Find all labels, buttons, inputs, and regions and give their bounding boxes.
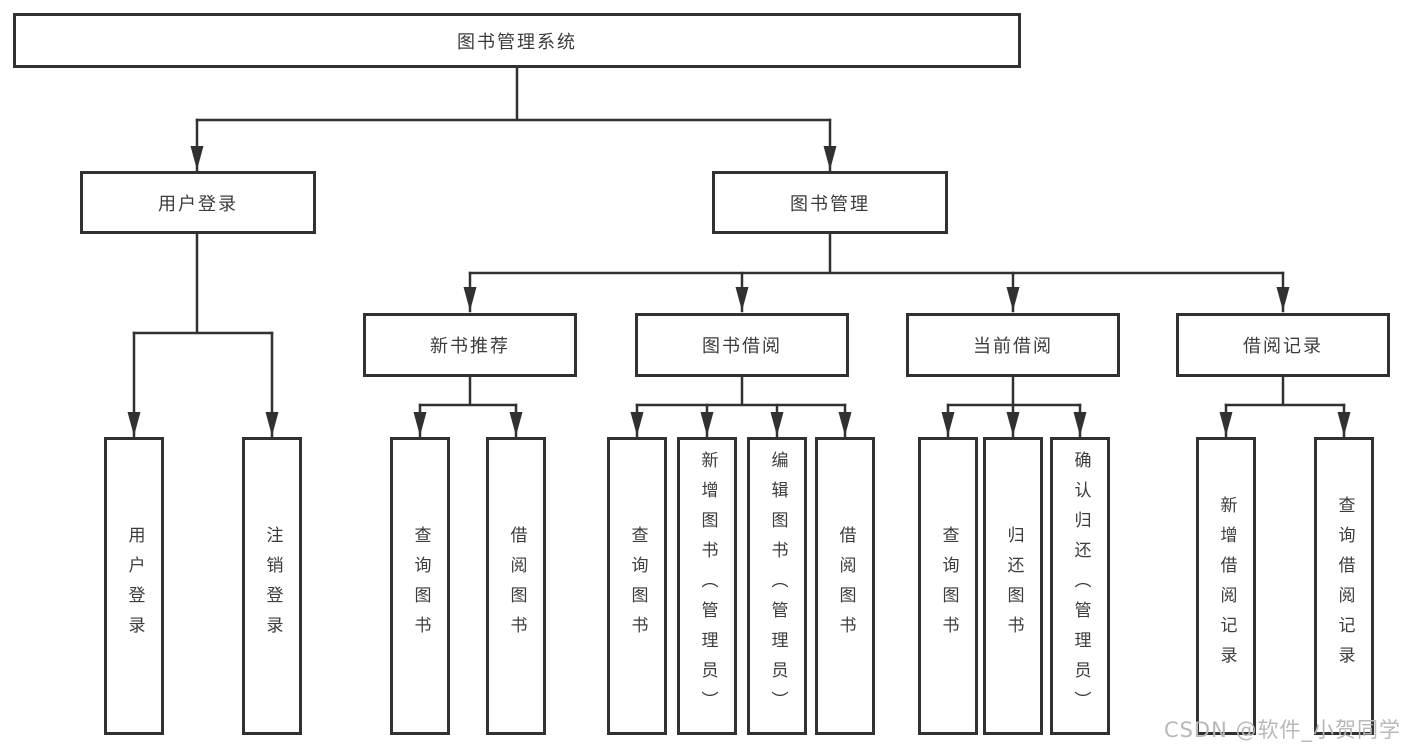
node-label: 新增借阅记录 — [1216, 496, 1237, 676]
node-borrowing-records: 借阅记录 — [1176, 313, 1390, 377]
node-label: 查询图书 — [410, 526, 431, 646]
node-label: 注销登录 — [262, 526, 283, 646]
node-leaf-confirm-return-admin: 确认归还（管理员） — [1050, 437, 1110, 735]
node-leaf-edit-book-admin: 编辑图书（管理员） — [747, 437, 807, 735]
node-leaf-borrow-books-1: 借阅图书 — [486, 437, 546, 735]
node-leaf-query-borrow-record: 查询借阅记录 — [1314, 437, 1374, 735]
node-leaf-logout: 注销登录 — [242, 437, 302, 735]
node-book-borrowing: 图书借阅 — [635, 313, 849, 377]
node-label: 查询借阅记录 — [1334, 496, 1355, 676]
node-label: 借阅图书 — [835, 526, 856, 646]
connector-line — [1224, 375, 1346, 407]
node-label: 归还图书 — [1003, 526, 1024, 646]
node-user-login: 用户登录 — [80, 171, 316, 234]
node-current-borrowing: 当前借阅 — [906, 313, 1120, 377]
node-library-management-system: 图书管理系统 — [13, 13, 1021, 68]
node-label: 用户登录 — [124, 526, 145, 646]
connector-line — [468, 232, 1285, 275]
connector-line — [195, 66, 832, 122]
node-label: 新增图书（管理员） — [697, 451, 718, 721]
node-new-book-recommendation: 新书推荐 — [363, 313, 577, 377]
node-label: 查询图书 — [627, 526, 648, 646]
node-leaf-query-books-1: 查询图书 — [390, 437, 450, 735]
node-leaf-borrow-books-2: 借阅图书 — [815, 437, 875, 735]
node-label: 编辑图书（管理员） — [767, 451, 788, 721]
connector-line — [635, 375, 847, 407]
node-leaf-add-book-admin: 新增图书（管理员） — [677, 437, 737, 735]
node-label: 查询图书 — [938, 526, 959, 646]
node-book-management: 图书管理 — [712, 171, 948, 234]
connector-borrow-records-branch — [1219, 375, 1351, 438]
connector-user-login-branch — [127, 232, 279, 438]
node-leaf-user-login: 用户登录 — [104, 437, 164, 735]
watermark: CSDN @软件_小贺同学 — [1163, 718, 1401, 742]
node-label: 确认归还（管理员） — [1070, 451, 1091, 721]
connector-book-borrow-branch — [630, 375, 852, 438]
node-leaf-return-book: 归还图书 — [983, 437, 1043, 735]
connector-current-borrow-branch — [941, 375, 1087, 438]
connector-line — [132, 232, 274, 335]
connector-line — [418, 375, 518, 407]
node-leaf-add-borrow-record: 新增借阅记录 — [1196, 437, 1256, 735]
connector-line — [946, 375, 1082, 407]
node-leaf-query-books-2: 查询图书 — [607, 437, 667, 735]
node-label: 借阅图书 — [506, 526, 527, 646]
connector-root-to-level1 — [190, 66, 837, 172]
connector-new-book-branch — [413, 375, 523, 438]
node-leaf-query-books-3: 查询图书 — [918, 437, 978, 735]
connector-book-management-branch — [463, 232, 1290, 313]
